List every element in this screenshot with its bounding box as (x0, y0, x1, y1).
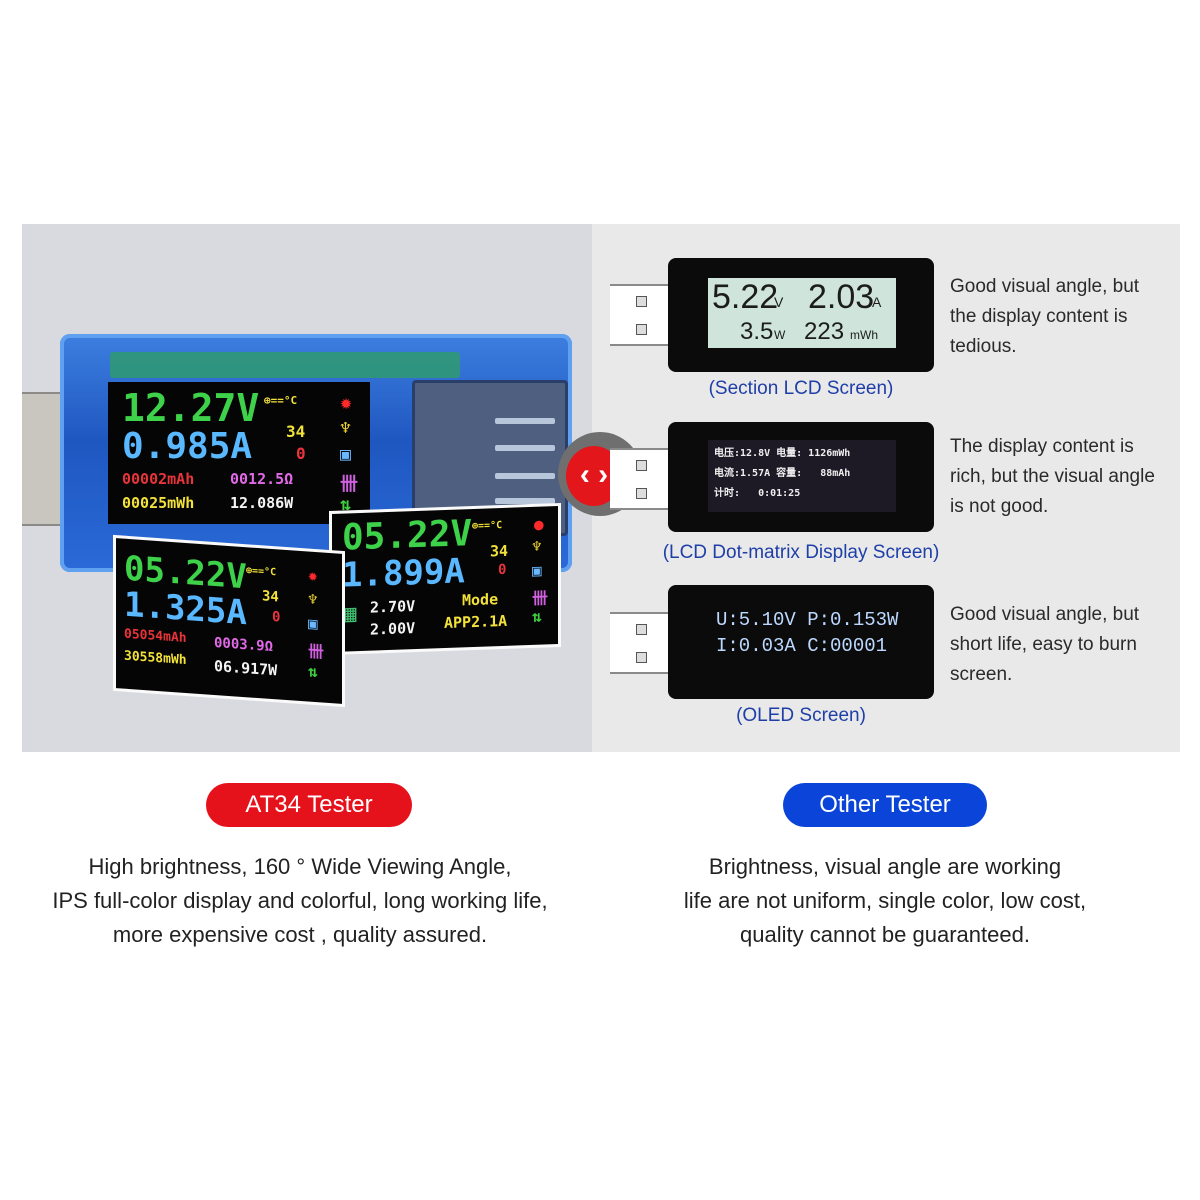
section-lcd-note: Good visual angle, but the display conte… (950, 276, 1140, 357)
section-lcd-caption: (Section LCD Screen) (708, 378, 894, 399)
dminus-reading: 2.00V (370, 619, 416, 639)
oled-device: U:5.10V P:0.153W I:0.03A C:00001 (668, 585, 934, 699)
sun-icon: ● (534, 514, 544, 534)
dot-matrix-line-3: 计时: 0:01:25 (714, 488, 801, 499)
rotate-icon: ⇅ (532, 606, 542, 626)
energy-reading: 30558mWh (124, 648, 187, 669)
current-reading: 1.325A (124, 584, 247, 634)
dot-matrix-screen: 电压:12.8V 电量: 1126mWh 电流:1.57A 容量: 88mAh … (708, 440, 896, 512)
lcd-current-unit: A (872, 294, 882, 310)
temperature-value: 34 (490, 541, 509, 561)
dot-matrix-line-1: 电压:12.8V 电量: 1126mWh (714, 448, 851, 459)
group-value: 0 (296, 444, 306, 463)
group-value: 0 (272, 609, 281, 626)
group-value: 0 (498, 561, 507, 579)
usb-plug (610, 448, 668, 510)
mode-value: APP2.1A (444, 611, 508, 633)
sun-icon: ✹ (340, 390, 353, 414)
oled-line-2: I:0.03A C:00001 (716, 635, 888, 657)
usb-plug (610, 612, 668, 674)
dot-matrix-caption: (LCD Dot-matrix Display Screen) (662, 542, 940, 563)
dot-matrix-line-2: 电流:1.57A 容量: 88mAh (714, 468, 851, 479)
usb-icon: ♆ (340, 418, 351, 439)
lcd-power: 3.5 (740, 318, 774, 345)
resistance-reading: 0003.9Ω (214, 634, 274, 656)
other-description: Brightness, visual angle are working lif… (683, 854, 1087, 947)
oled-note: Good visual angle, but short life, easy … (950, 604, 1140, 685)
oled-caption: (OLED Screen) (736, 705, 866, 726)
at34-tester-label: AT34 Tester (206, 783, 412, 827)
lcd-energy-unit: mWh (850, 328, 878, 342)
oled-line-1: U:5.10V P:0.153W (716, 609, 899, 631)
data-line-icon: ▦ (342, 599, 357, 628)
power-reading: 12.086W (230, 494, 294, 512)
at34-mid-screen: 05.22V ⊕==°C 34 0 1.899A ▦ 2.70V 2.00V M… (332, 506, 558, 652)
current-reading: 1.899A (342, 551, 465, 596)
dplus-reading: 2.70V (370, 597, 416, 617)
power-reading: 06.917W (214, 656, 278, 680)
lcd-voltage: 5.22 (712, 278, 779, 316)
other-tester-label: Other Tester (783, 783, 987, 827)
chart-icon: 卌 (308, 641, 325, 662)
lcd-voltage-unit: V (774, 294, 784, 310)
mode-label: Mode (462, 590, 499, 610)
usb-icon: ♆ (532, 536, 542, 556)
capacity-reading: 00002mAh (122, 470, 195, 488)
rotate-icon: ⇅ (308, 661, 318, 682)
pcb-strip (110, 352, 460, 378)
chart-icon: 卌 (532, 588, 549, 608)
temperature-icon: ⊕==°C (264, 394, 298, 407)
lcd-energy: 223 (804, 318, 845, 345)
lcd-power-unit: W (774, 328, 786, 342)
dot-matrix-device: 电压:12.8V 电量: 1126mWh 电流:1.57A 容量: 88mAh … (668, 422, 934, 532)
energy-reading: 00025mWh (122, 494, 195, 512)
sun-icon: ✹ (308, 565, 318, 586)
usb-plug (610, 284, 668, 346)
screen-icon: ▣ (308, 613, 318, 634)
dot-matrix-note: The display content is rich, but the vis… (950, 436, 1155, 517)
lcd-current: 2.03 (808, 278, 875, 316)
section-lcd-device: 5.22 V 2.03 A 3.5 W 223 mWh (668, 258, 934, 372)
resistance-reading: 0012.5Ω (230, 470, 294, 488)
screen-icon: ▣ (340, 444, 351, 465)
temperature-value: 34 (262, 588, 279, 606)
voltage-reading: 12.27V (122, 386, 260, 430)
screen-icon: ▣ (532, 560, 542, 580)
temperature-icon: ⊕==°C (246, 565, 277, 579)
at34-description: High brightness, 160 ° Wide Viewing Angl… (52, 854, 548, 947)
temperature-icon: ⊕==°C (472, 520, 503, 533)
temperature-value: 34 (286, 422, 306, 441)
at34-main-screen: 12.27V ⊕==°C 34 0 0.985A 00002mAh 0012.5… (108, 382, 370, 524)
chart-icon: 卌 (340, 474, 358, 495)
section-lcd-screen: 5.22 V 2.03 A 3.5 W 223 mWh (708, 278, 896, 348)
capacity-reading: 05054mAh (124, 626, 187, 647)
at34-front-screen: 05.22V ⊕==°C 34 0 1.325A 05054mAh 0003.9… (116, 538, 342, 704)
rotate-icon: ⇅ (340, 494, 351, 515)
current-reading: 0.985A (122, 426, 253, 467)
usb-icon: ♆ (308, 589, 318, 610)
